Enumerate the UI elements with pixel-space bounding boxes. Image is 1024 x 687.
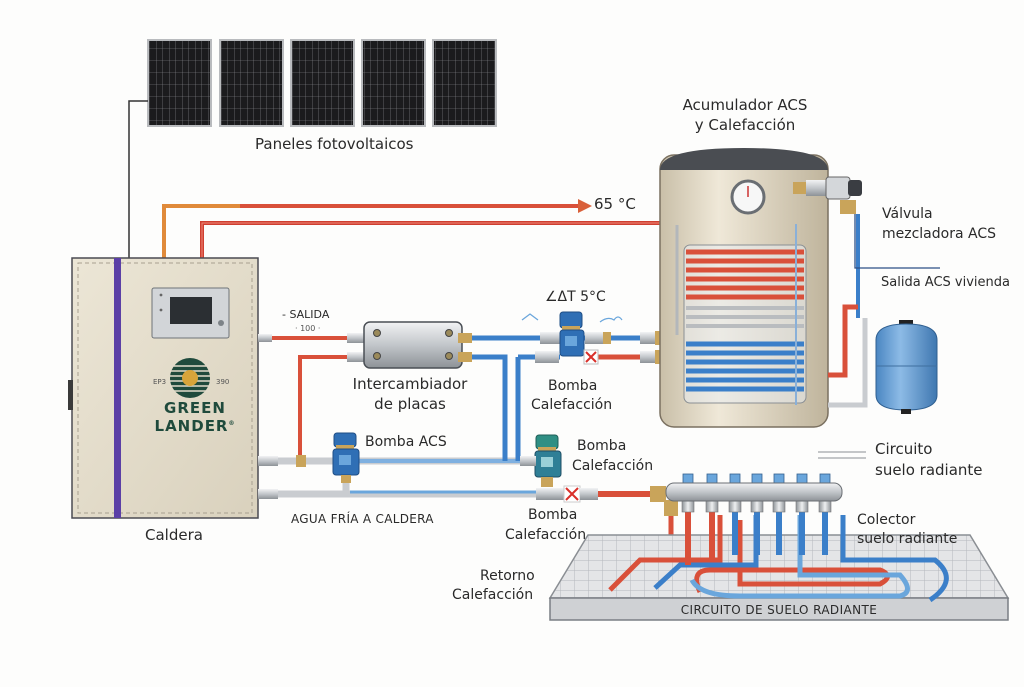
mixing-valve (793, 176, 862, 214)
solar-panel (432, 39, 497, 127)
tank-cold-in-pipe (828, 318, 868, 408)
mixing-valve-label-line2: mezcladora ACS (882, 226, 996, 242)
outlet-sub-label: · 100 · (295, 324, 321, 333)
brand-line2: LANDER® (140, 415, 250, 435)
return-label-line1: Retorno (480, 568, 535, 584)
pump-acs-label: Bomba ACS (365, 434, 447, 450)
plate-heat-exchanger (347, 321, 472, 369)
pump-heating-upper-label-line1: Bomba (548, 378, 598, 394)
closed-valve-icon (583, 349, 599, 365)
boiler-logo-icon (170, 358, 210, 398)
boiler-control-panel (151, 287, 230, 339)
solar-cable (128, 100, 148, 258)
supply-temp-label: 65 °C (594, 195, 636, 213)
floor-slab-label: CIRCUITO DE SUELO RADIANTE (680, 603, 878, 617)
floor-circuit-label-line2: suelo radiante (875, 461, 983, 479)
tank-label-line1: Acumulador ACS (682, 96, 808, 114)
hot-coil (686, 249, 804, 300)
cold-water-label: AGUA FRÍA A CALDERA (291, 512, 434, 526)
supply-pipe-lower (200, 221, 660, 258)
boiler (68, 257, 259, 519)
floor-slab (548, 515, 1010, 621)
solar-panels (147, 39, 497, 127)
expansion-vessel (875, 320, 938, 414)
floor-circuit-label-line1: Circuito (875, 440, 933, 458)
solar-panel (290, 39, 355, 127)
brand-line2-text: LANDER (154, 417, 229, 435)
thermometer-gauge-icon (730, 179, 766, 215)
pump-heating-lower-label-line2: Calefacción (505, 527, 587, 543)
pump-heating-upper-label-line2: Calefacción (531, 397, 613, 413)
pump-heating-lower-label-line1: Bomba (528, 507, 578, 523)
pump-heating-mid-label-line2: Calefacción (572, 458, 654, 474)
logo-right-text: 390 (216, 378, 230, 386)
pump-acs (332, 432, 360, 483)
loop-hot (694, 520, 890, 594)
tank-label-line2: y Calefacción (694, 116, 796, 134)
floor-manifold (665, 473, 843, 565)
dhw-outlet-label: Salida ACS vivienda (881, 275, 1010, 290)
flow-arrow-icon (578, 199, 592, 213)
tank-hot-out-pipe (828, 304, 858, 378)
pump-heating-upper (559, 311, 585, 357)
return-label-line2: Calefacción (452, 587, 534, 603)
brand-line1: GREEN (164, 399, 226, 417)
loop-hot (608, 515, 723, 592)
solar-panel (361, 39, 426, 127)
boiler-stripe (114, 258, 121, 518)
cold-coil (686, 341, 804, 392)
boiler-hinge (68, 380, 73, 410)
solar-panels-label: Paneles fotovoltaicos (255, 135, 414, 153)
manifold-label-line1: Colector (857, 512, 916, 528)
loop-cold (689, 515, 910, 599)
boiler-return-ex-pipe (298, 355, 350, 460)
boiler-label: Caldera (145, 526, 203, 544)
pump-heating-mid (534, 434, 562, 487)
exchanger-label-line1: Intercambiador (352, 375, 468, 393)
outlet-label: - SALIDA (282, 308, 330, 321)
manifold-label-line2: suelo radiante (857, 531, 958, 547)
solar-panel (147, 39, 212, 127)
logo-left-text: EP3 (153, 378, 167, 386)
pump-heating-mid-label-line1: Bomba (577, 438, 627, 454)
callout-line (818, 451, 866, 459)
solar-panel (219, 39, 284, 127)
delta-t-label: ∠ΔT 5°C (545, 289, 606, 305)
loop-cold (840, 515, 949, 603)
closed-valve-icon (563, 485, 581, 503)
storage-tank (659, 148, 829, 428)
exchanger-label-line2: de placas (374, 395, 446, 413)
registered-mark: ® (228, 420, 236, 427)
mixing-valve-label-line1: Válvula (882, 206, 933, 222)
supply-pipe-upper (162, 204, 578, 258)
